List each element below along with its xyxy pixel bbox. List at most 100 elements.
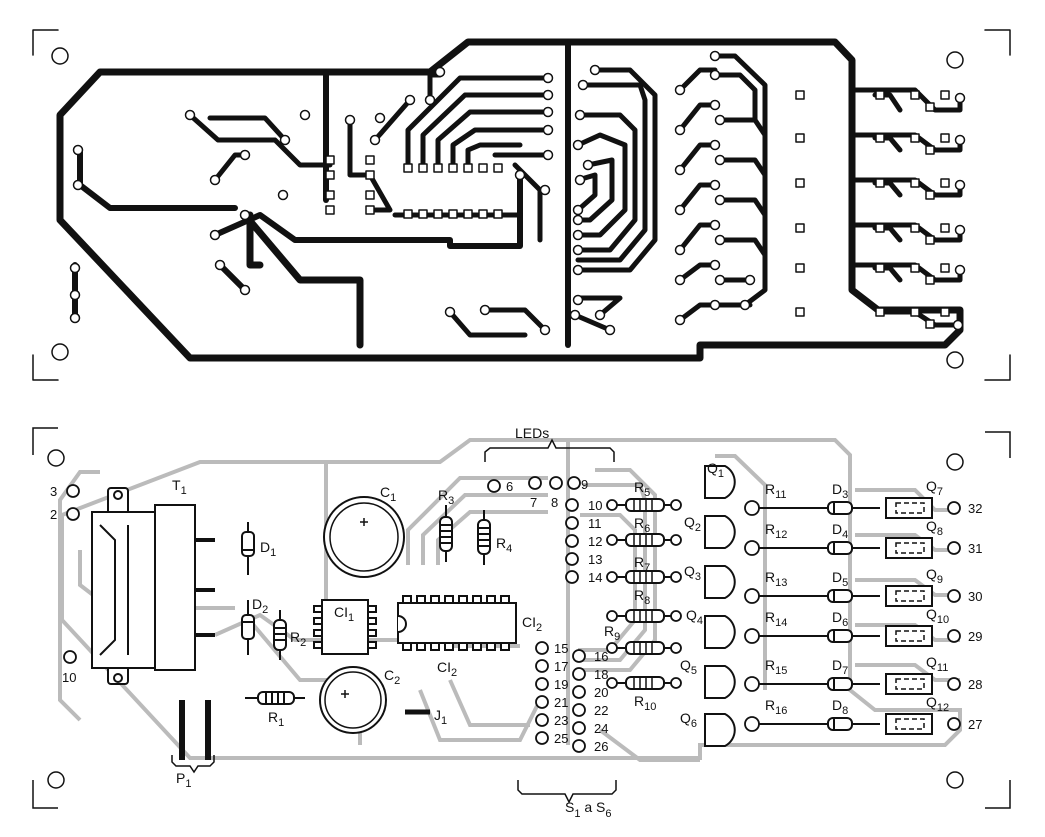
pad: [674, 164, 686, 176]
ci2-label-right: CI2: [522, 614, 542, 634]
pad: [954, 179, 966, 191]
pad: [674, 124, 686, 136]
pad: [539, 324, 551, 336]
pad: [463, 209, 473, 219]
pad: [72, 179, 84, 191]
pad: [604, 324, 616, 336]
component-layout: [32, 427, 1011, 809]
j1-label: J1: [434, 707, 447, 727]
pad: [795, 263, 805, 273]
pad: [239, 209, 251, 221]
pad: [535, 641, 549, 655]
switch-pad-label: 15: [554, 641, 568, 656]
terminal-label: 29: [968, 629, 982, 644]
pad: [577, 79, 589, 91]
pad: [448, 209, 458, 219]
pad: [910, 263, 920, 273]
switch-pad-label: 20: [594, 685, 608, 700]
pad: [739, 299, 751, 311]
pad: [925, 145, 935, 155]
transistor-body: [704, 713, 736, 747]
pad: [239, 149, 251, 161]
resistor-label: R9: [604, 623, 620, 643]
pad: [606, 571, 618, 583]
transistor-label: Q7: [926, 478, 943, 498]
pad: [572, 703, 586, 717]
pad-label: 14: [588, 570, 602, 585]
led-pad-label: 9: [581, 477, 588, 492]
pad: [277, 189, 289, 201]
pad: [514, 169, 526, 181]
pad: [478, 209, 488, 219]
pad: [209, 174, 221, 186]
pad: [744, 628, 760, 644]
pad: [528, 476, 542, 490]
pad: [910, 223, 920, 233]
pad: [72, 144, 84, 156]
pad-label: 12: [588, 534, 602, 549]
pad: [910, 307, 920, 317]
switch-pad-label: 22: [594, 703, 608, 718]
pad: [954, 134, 966, 146]
pad: [709, 299, 721, 311]
transistor-label: Q10: [926, 606, 949, 626]
r4-label: R4: [496, 535, 512, 555]
pad: [795, 307, 805, 317]
pad: [952, 319, 964, 331]
pad: [549, 476, 563, 490]
transistor-label: Q5: [680, 657, 697, 677]
pad: [674, 244, 686, 256]
pad: [404, 94, 416, 106]
pad: [418, 163, 428, 173]
transistor-body: [704, 515, 736, 549]
pad: [925, 275, 935, 285]
pad: [714, 234, 726, 246]
switch-pad-label: 21: [554, 695, 568, 710]
pad: [795, 133, 805, 143]
ic-pin: [416, 595, 426, 604]
c1-label: C1: [380, 484, 396, 504]
transistor-label: Q4: [686, 607, 703, 627]
ic-pin: [500, 595, 510, 604]
pad: [325, 170, 335, 180]
terminal-label: 31: [968, 541, 982, 556]
pad: [709, 259, 721, 271]
pad: [424, 94, 436, 106]
pad: [493, 209, 503, 219]
pad: [744, 274, 756, 286]
pad: [63, 650, 77, 664]
transistor-body: [885, 585, 933, 607]
pad: [418, 209, 428, 219]
pad: [572, 721, 586, 735]
ic-pin: [458, 595, 468, 604]
pad: [714, 154, 726, 166]
resistor-label: R15: [765, 657, 787, 677]
ic-pin: [472, 595, 482, 604]
transistor-label: Q11: [926, 654, 948, 674]
ci1-label: CI1: [334, 604, 354, 624]
pad: [572, 294, 584, 306]
diode-label: D6: [832, 609, 848, 629]
pad: [670, 571, 682, 583]
pad: [940, 263, 950, 273]
pad: [795, 223, 805, 233]
pad: [589, 64, 601, 76]
pad: [795, 178, 805, 188]
pad: [947, 541, 961, 555]
pad: [572, 739, 586, 753]
switches-label: S1 a S6: [565, 799, 612, 820]
d1-label: D1: [260, 539, 276, 559]
pad: [670, 499, 682, 511]
pad: [565, 570, 579, 584]
pad: [940, 178, 950, 188]
pad: [374, 112, 386, 124]
pad-label: 10: [588, 498, 602, 513]
pad: [542, 72, 554, 84]
pad: [325, 205, 335, 215]
pad: [539, 184, 551, 196]
pad: [947, 501, 961, 515]
pad: [925, 102, 935, 112]
pad: [795, 90, 805, 100]
pad: [709, 69, 721, 81]
